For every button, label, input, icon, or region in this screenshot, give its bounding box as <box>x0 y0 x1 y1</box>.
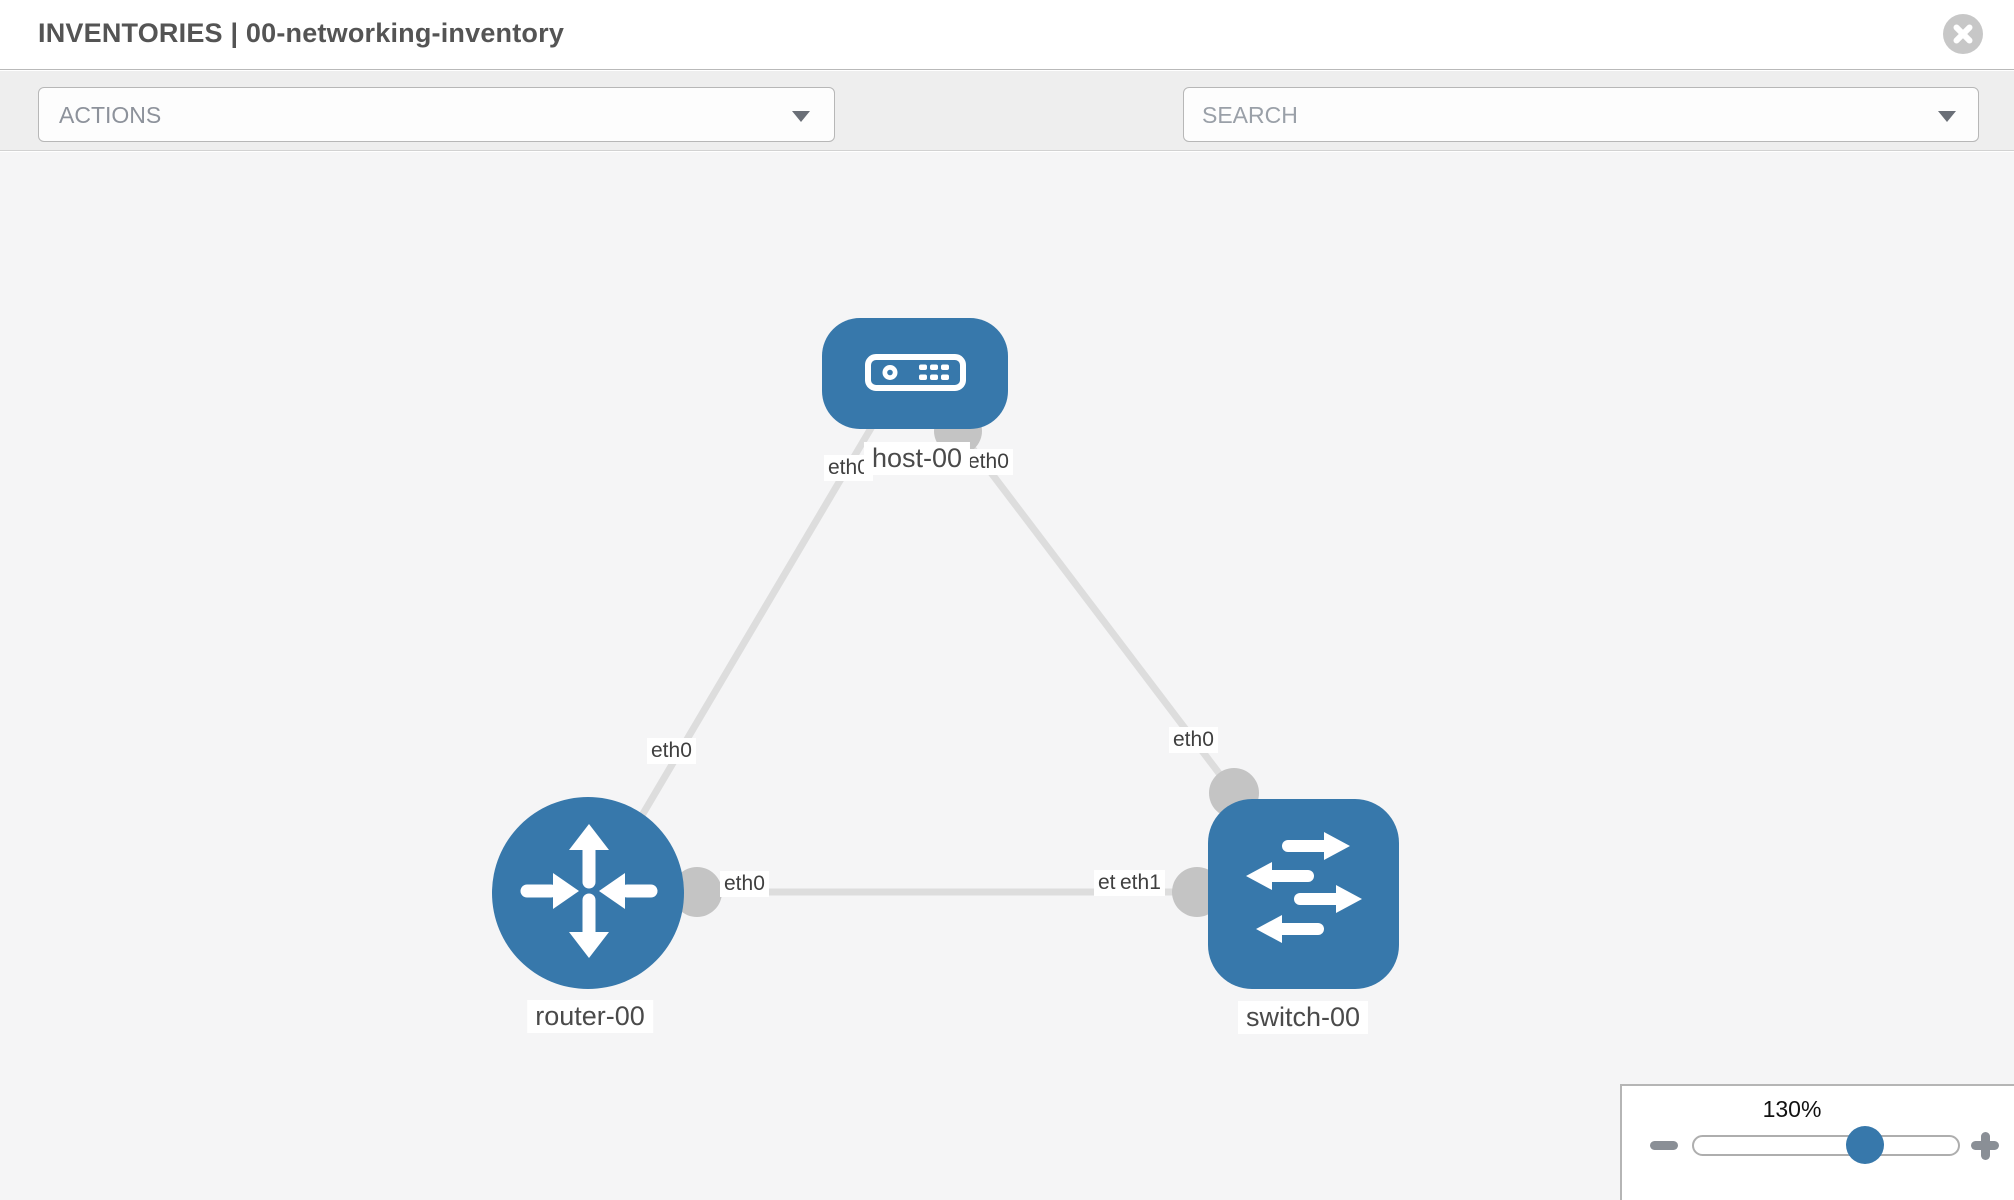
port-connector-router <box>672 867 722 917</box>
switch-icon <box>1246 832 1362 943</box>
chevron-down-icon <box>792 111 810 122</box>
zoom-control-panel: 130% <box>1620 1084 2014 1200</box>
host-icon <box>865 354 966 391</box>
node-label-router: router-00 <box>527 1000 653 1033</box>
zoom-slider-track[interactable] <box>1692 1135 1960 1156</box>
toolbar: ACTIONS SEARCH <box>0 71 2014 204</box>
search-dropdown-label: SEARCH <box>1202 102 1298 128</box>
port-label-switch-eth1: eth1 <box>1116 870 1165 896</box>
plus-icon <box>1980 1131 1990 1160</box>
node-label-switch: switch-00 <box>1237 1001 1369 1034</box>
chevron-down-icon <box>1938 111 1956 122</box>
zoom-slider-thumb[interactable] <box>1846 1126 1884 1164</box>
close-button[interactable] <box>1943 14 1983 54</box>
page-title: INVENTORIES | 00-networking-inventory <box>38 18 565 48</box>
node-host[interactable] <box>822 318 1008 429</box>
actions-dropdown-label: ACTIONS <box>59 102 162 128</box>
topology-canvas[interactable]: eth0 eth0 eth0 eth0 eth0 eth0 eth1 host-… <box>0 152 2014 1200</box>
port-label-router-eth0-diagonal: eth0 <box>647 738 696 764</box>
port-label-host-eth0-right: eth0 <box>964 449 1013 475</box>
actions-dropdown[interactable]: ACTIONS <box>38 87 835 142</box>
port-label-switch-eth0-diagonal: eth0 <box>1169 727 1218 753</box>
link-host-router[interactable] <box>598 416 881 885</box>
header: INVENTORIES | 00-networking-inventory <box>0 0 2014 70</box>
node-label-host: host-00 <box>863 442 971 475</box>
node-switch[interactable] <box>1208 799 1399 989</box>
zoom-out-button[interactable] <box>1650 1141 1678 1150</box>
port-label-router-eth0-horizontal: eth0 <box>720 871 769 897</box>
search-dropdown[interactable]: SEARCH <box>1183 87 1979 142</box>
zoom-level-value: 130% <box>1762 1096 1822 1122</box>
node-router[interactable] <box>492 797 684 989</box>
router-icon <box>520 824 658 958</box>
close-icon <box>1943 24 1983 58</box>
